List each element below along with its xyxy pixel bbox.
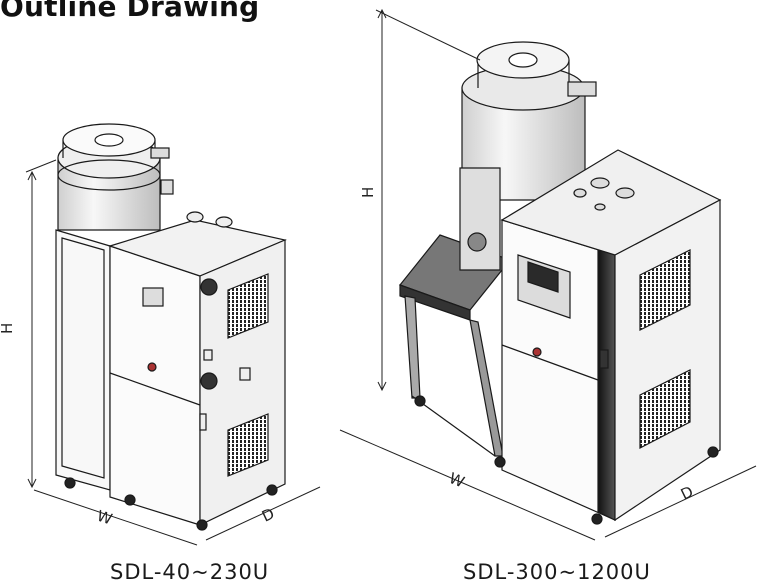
left-depth-label: D: [259, 504, 277, 525]
left-main-cabinet: [108, 211, 287, 526]
right-hopper: [459, 41, 597, 271]
left-height-label: H: [0, 323, 16, 334]
left-width-label: W: [95, 507, 115, 529]
left-storage-column: [55, 229, 111, 491]
right-width-label: W: [447, 469, 468, 491]
right-main-cabinet: [500, 149, 722, 522]
page-title: Outline Drawing: [0, 0, 260, 23]
left-dimensions: [25, 159, 321, 546]
left-dryer-unit: [55, 123, 287, 531]
right-dryer-unit: [399, 41, 722, 525]
left-model-caption: SDL-40~230U: [110, 560, 270, 584]
left-casters: [64, 477, 278, 531]
right-casters: [414, 395, 719, 525]
right-model-caption: SDL-300~1200U: [463, 560, 651, 584]
right-height-label: H: [359, 187, 377, 198]
left-hopper: [57, 123, 174, 231]
right-depth-label: D: [678, 482, 696, 503]
right-dimensions: [339, 8, 757, 541]
